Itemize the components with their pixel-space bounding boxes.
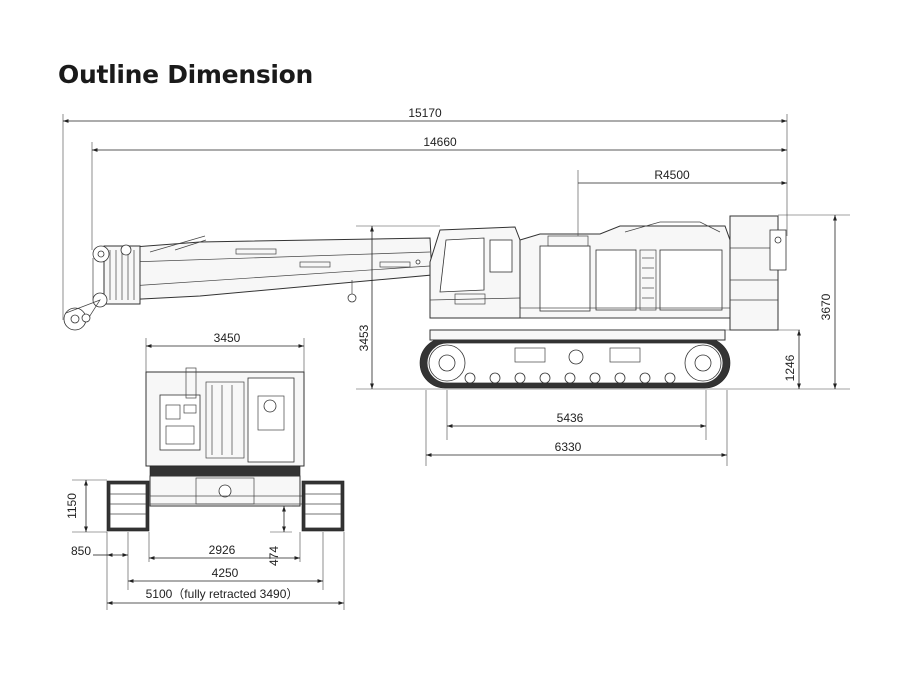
dim-shoe-width: 850 [71,544,128,558]
front-upper-structure [145,367,305,467]
boom [119,235,433,303]
boom-head [63,244,141,331]
dim-label-boom-length: 14660 [423,135,457,149]
dim-label-boom-height: 3453 [357,324,371,351]
dim-boom-height: 3453 [357,226,374,389]
dim-label-shoe-width: 850 [71,544,91,558]
dim-tumbler-distance: 5436 [447,411,706,428]
operator-cab [429,226,521,319]
dim-label-crawler-length: 6330 [555,440,582,454]
dim-overall-width: 5100（fully retracted 3490） [107,587,344,605]
extension-lines [62,114,850,610]
dim-tail-radius: R4500 [578,168,787,185]
dim-label-crawler-height: 1246 [783,354,797,381]
dim-label-inner-gauge: 2926 [209,543,236,557]
dim-label-ground-clearance: 474 [267,546,281,566]
dim-label-track-height: 1150 [65,493,79,519]
dim-boom-length: 14660 [92,135,787,152]
dim-label-overall-length: 15170 [408,106,442,120]
dim-label-overall-height: 3670 [819,293,833,320]
machine-house [519,221,731,319]
dim-label-track-gauge: 4250 [212,566,239,580]
front-view-crane [106,367,345,532]
dim-inner-gauge: 2926 [149,543,300,560]
page-title: Outline Dimension [58,60,314,89]
dim-upper-width: 3450 [146,331,304,348]
crawler-track [419,329,731,389]
front-track-right [301,480,345,532]
dim-ground-clearance: 474 [267,506,286,566]
dim-track-gauge: 4250 [128,566,323,583]
dim-overall-length: 15170 [62,106,787,123]
dim-label-tumbler-distance: 5436 [557,411,584,425]
side-view-crane [63,215,787,389]
dim-label-tail-radius: R4500 [654,168,690,182]
front-carbody [149,465,311,507]
counterweight [729,215,787,331]
dim-track-height: 1150 [65,480,88,532]
front-track-left [106,480,150,532]
dim-overall-height: 3670 [819,215,837,389]
dim-crawler-length: 6330 [426,440,727,457]
dim-label-overall-width: 5100（fully retracted 3490） [146,587,299,601]
dim-crawler-height: 1246 [783,330,801,389]
dim-label-upper-width: 3450 [214,331,241,345]
